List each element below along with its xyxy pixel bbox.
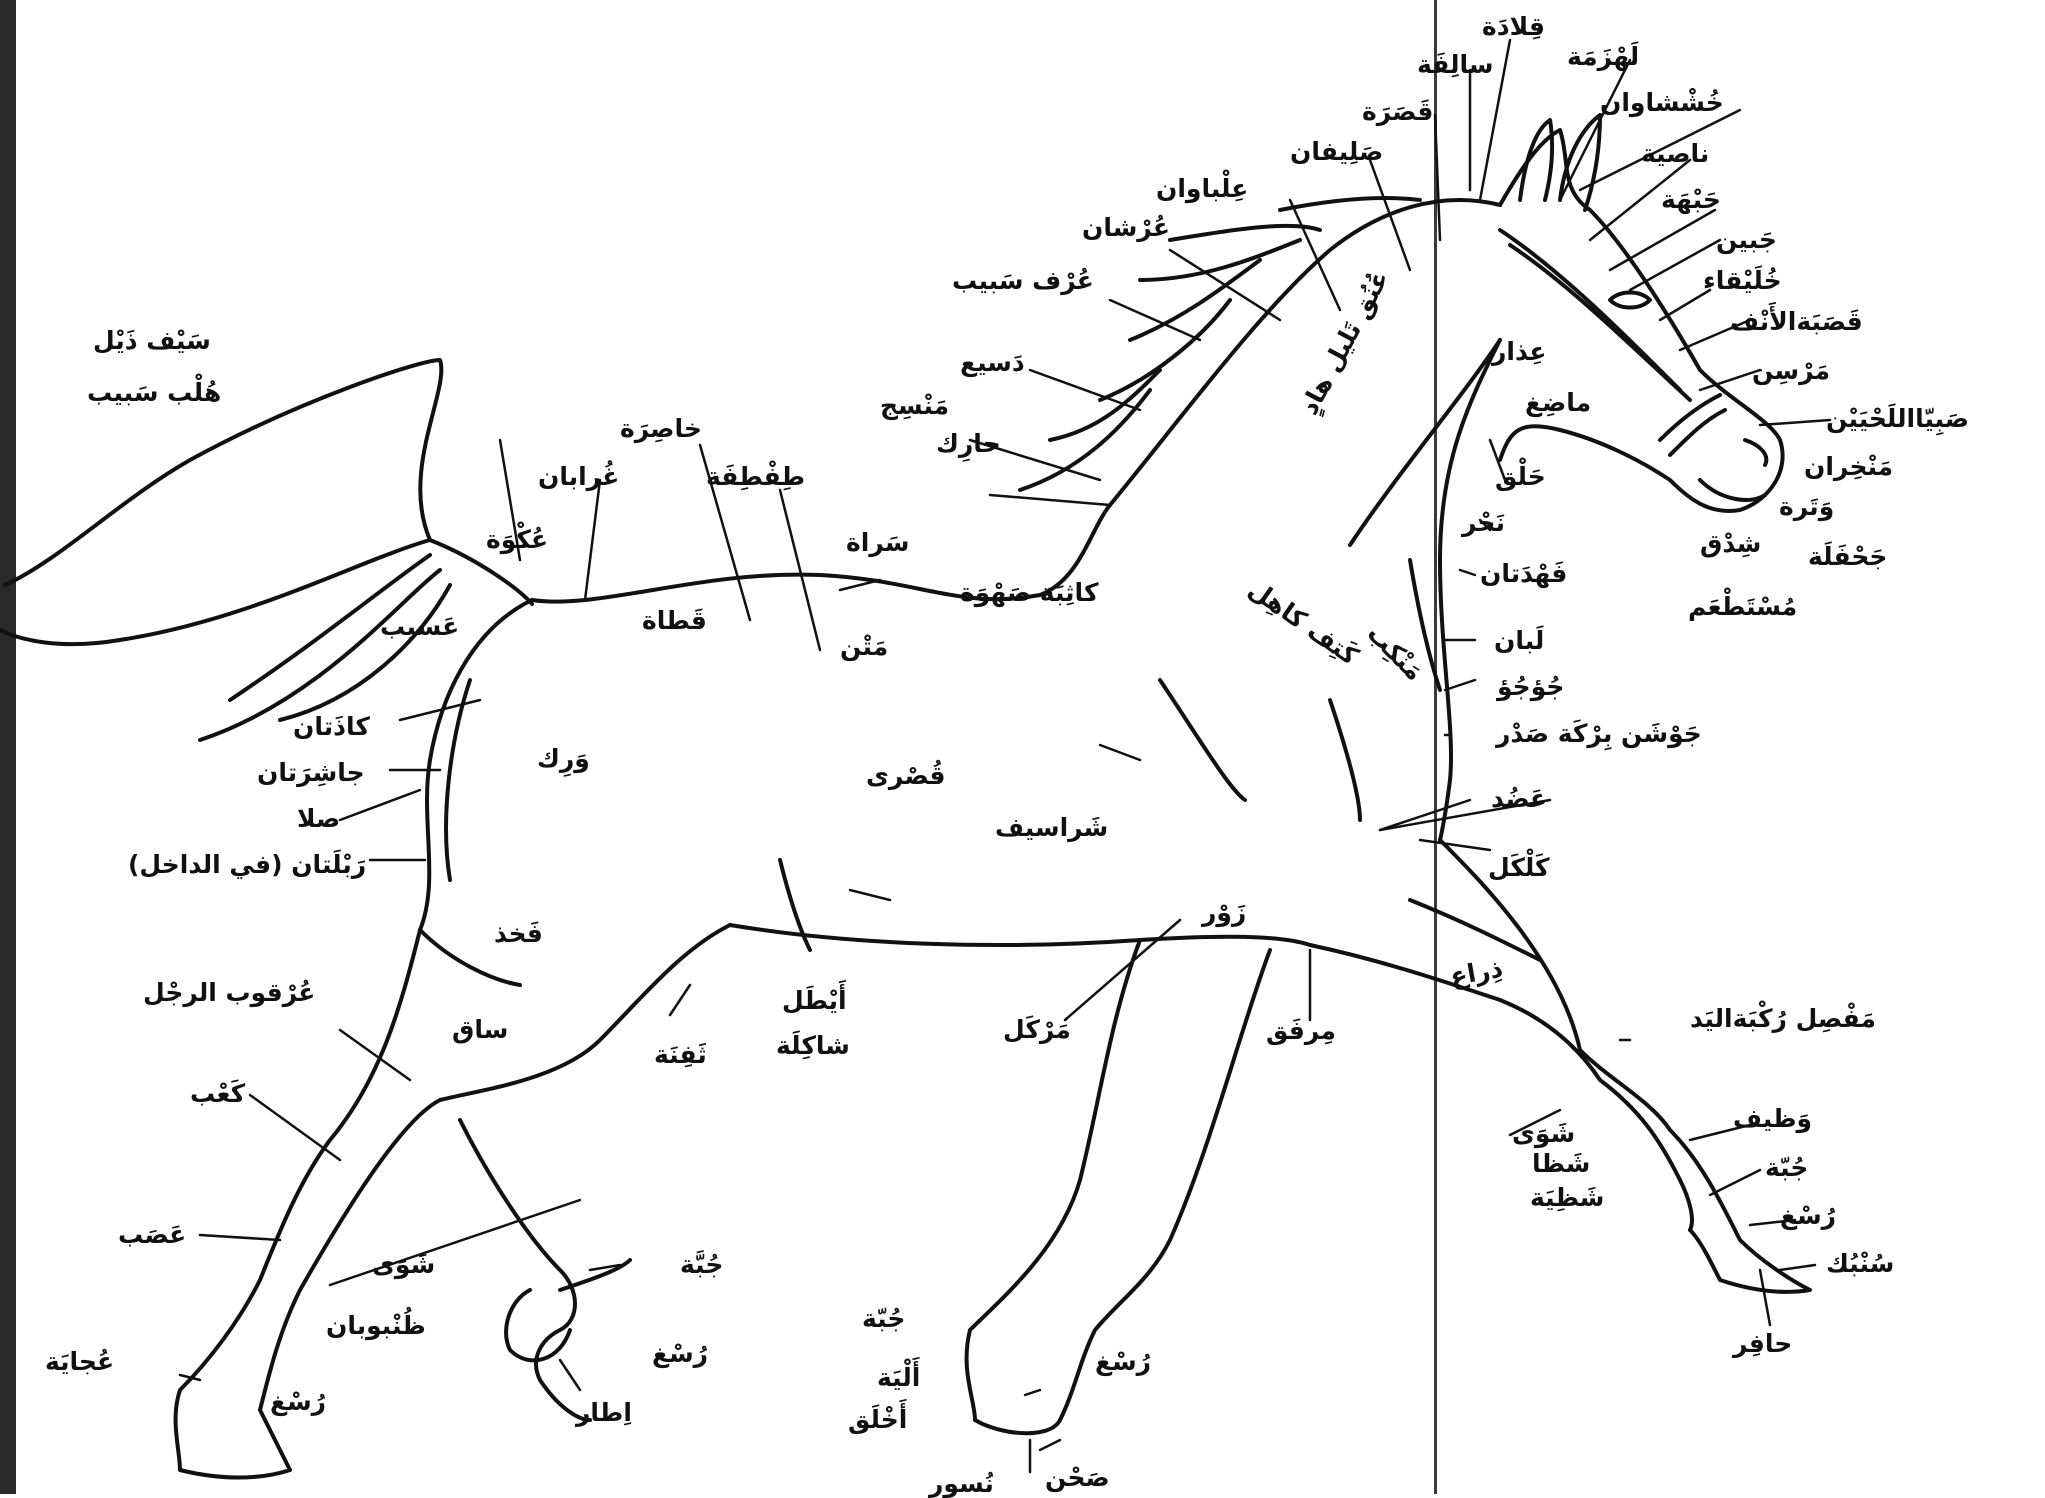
label-sarat: سَراة: [846, 530, 909, 555]
label-laban: لَبان: [1494, 628, 1544, 653]
label-khasira: خاصِرَة: [620, 416, 702, 441]
second-hind-leg: [460, 1120, 630, 1420]
label-rusgh-hind2: رُسْغ: [270, 1389, 326, 1414]
label-sala: صلا: [297, 806, 340, 831]
label-jawjaw: جُؤجُؤ: [1497, 674, 1564, 699]
label-marsin: مَرْسِن: [1752, 358, 1830, 383]
label-aliya: أَلْيَة: [877, 1365, 920, 1390]
interior-lines: [446, 560, 1540, 960]
label-saq: ساق: [452, 1017, 508, 1042]
label-lahzama: لَهْزَمَة: [1567, 44, 1639, 69]
label-zawr: زَوْر: [1202, 900, 1246, 925]
label-qatat: قَطاة: [642, 608, 707, 633]
label-jahfala: جَحْفَلَة: [1808, 544, 1887, 569]
label-ukwa: عُكْوَة: [486, 527, 548, 552]
label-qilada: قِلادَة: [1482, 14, 1545, 39]
label-urqub-rijl: عُرْقوب الرجْل: [143, 980, 315, 1005]
label-jawshan-birka-sadr: جَوْشَن بِرْكَة صَدْر: [1496, 721, 1702, 746]
label-akhlaq: أَخْلَق: [848, 1407, 907, 1432]
label-hulb-sabib: هُلْب سَبيب: [87, 380, 221, 405]
label-tiftifa: طِفْطِفَة: [706, 464, 805, 489]
label-qusra: قُصْرى: [866, 763, 945, 788]
label-shaza: شَظا: [1532, 1151, 1590, 1176]
label-sharasif: شَراسيف: [995, 815, 1108, 840]
label-matn: مَتْن: [840, 634, 888, 659]
label-asib: عَسيب: [380, 614, 459, 639]
label-sunbuk: سُنْبُك: [1826, 1251, 1894, 1276]
label-nusur: نُسور: [929, 1471, 994, 1496]
label-ijaya: عُجايَة: [45, 1349, 114, 1374]
label-munsij: مَنْسِج: [880, 393, 949, 418]
label-rusgh-hind: رُسْغ: [652, 1341, 708, 1366]
label-ghurban: غُرابان: [538, 464, 619, 489]
label-mankhiran: مَنْخِران: [1804, 454, 1893, 479]
mid-hoof: [975, 1420, 1060, 1433]
label-jubba-mid: جُبّة: [862, 1306, 905, 1331]
label-jubba-hind: جُبَّة: [680, 1252, 723, 1277]
mouth: [1700, 440, 1766, 500]
label-fakhdh: فَخذ: [494, 921, 543, 946]
label-mustatam: مُسْتَطْعَم: [1688, 594, 1797, 619]
label-zunbuban: ظُنْبوبان: [326, 1313, 426, 1338]
label-urf-sabib: عُرْف سَبيب: [952, 268, 1094, 293]
label-kadhatan: كاذَتان: [293, 714, 370, 739]
label-qasabat-al-anf: قَصَبَةالأَنْف: [1730, 309, 1863, 334]
foreleg-back: [1310, 945, 1692, 1230]
label-mafsil-rukbat-al-yad: مَفْصِل رُكْبَةاليَد: [1690, 1006, 1876, 1031]
eye: [1610, 293, 1650, 308]
label-jashiratan: جاشِرَتان: [257, 760, 365, 785]
label-mirfaq: مِرفَق: [1266, 1018, 1336, 1043]
label-shawa-hind: شَوَى: [372, 1252, 435, 1277]
label-harik: حارِك: [936, 431, 1001, 456]
label-watara: وَتَرة: [1779, 494, 1834, 519]
label-hafir: حافِر: [1733, 1331, 1792, 1356]
label-shawa-fore: شَوَى: [1512, 1121, 1575, 1146]
label-markal: مَرْكَل: [1003, 1017, 1071, 1042]
label-shakila: شاكِلَة: [776, 1033, 850, 1058]
neck-top: [1110, 200, 1500, 505]
label-adud: عَضُد: [1491, 786, 1547, 811]
label-thafna: ثَفِنَة: [654, 1042, 707, 1067]
label-nahr: نَحْر: [1462, 510, 1505, 535]
label-kathiba-sahwa: كاثِبَة صَهْوَة: [960, 580, 1098, 605]
label-idhar: عِذار: [1492, 339, 1546, 364]
label-kab: كَعْب: [190, 1081, 245, 1106]
label-kalkal: كَلْكَل: [1488, 855, 1550, 880]
label-ilbawan: عِلْباوان: [1156, 176, 1248, 201]
label-asab: عَصَب: [118, 1222, 186, 1247]
label-rusgh-mid: رُسْغ: [1095, 1349, 1151, 1374]
label-qasara: قَصَرَة: [1362, 99, 1433, 124]
label-madigh: ماضِغ: [1525, 390, 1591, 415]
label-salifa: سالِفَة: [1417, 52, 1494, 77]
label-nasiya: ناصية: [1641, 141, 1709, 166]
label-sabiya-lahyayn: صَبِيّااللَحْيَيْن: [1826, 406, 1969, 431]
label-salifan: صَلِيفان: [1290, 139, 1383, 164]
label-fahdatan: فَهْدَتان: [1480, 561, 1567, 586]
label-rusgh-fore: رُسْغ: [1780, 1203, 1836, 1228]
label-itar: اِطار: [576, 1400, 632, 1425]
label-jabha: جَبْهَة: [1661, 187, 1721, 212]
label-sayf-dhayl: سَيْف ذَيْل: [93, 328, 211, 353]
belly-line: [730, 925, 1310, 945]
label-wazif: وَظيف: [1733, 1106, 1812, 1131]
label-jubba-fore: جُبّة: [1765, 1155, 1808, 1180]
label-khashshawan: خُشْشاوان: [1600, 90, 1724, 115]
chest-line: [1440, 340, 1500, 840]
label-wirk: وَرِك: [537, 746, 590, 771]
label-shaziya: شَظِيَة: [1530, 1185, 1604, 1210]
label-shidq: شِدْق: [1700, 531, 1761, 556]
label-sahn: صَحْن: [1045, 1465, 1110, 1490]
label-rabalatan: رَبْلَتان (في الداخل): [128, 852, 366, 877]
label-dasi: دَسيع: [960, 350, 1025, 375]
label-urshan: عُرْشان: [1082, 215, 1170, 240]
label-halq: حَلْق: [1495, 464, 1546, 489]
label-jabin: جَبين: [1716, 227, 1777, 252]
label-khuliqa: خُلَيْقاء: [1703, 268, 1782, 293]
label-ayttal: أَيْطَل: [782, 988, 847, 1013]
